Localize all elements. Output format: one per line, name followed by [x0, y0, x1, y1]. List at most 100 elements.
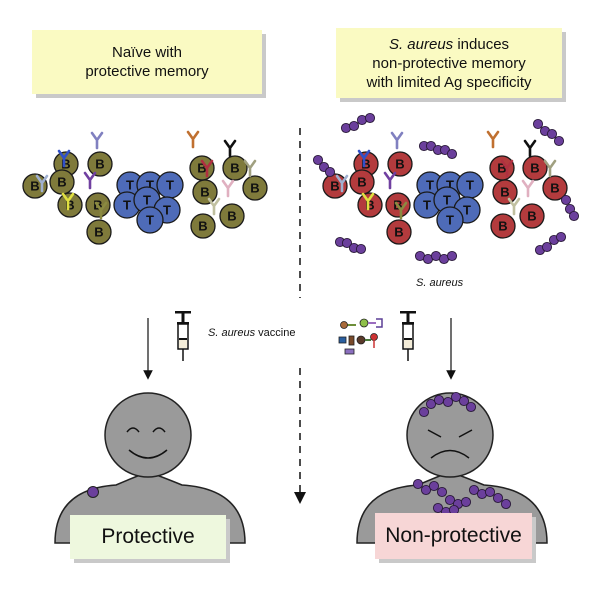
bacteria-icon — [340, 112, 376, 134]
naive-b-cell-4-label: B — [57, 175, 66, 190]
naive-t-cell-7: T — [136, 206, 164, 234]
nonprotective-result-box: Non-protective — [375, 513, 532, 559]
antibody-icon — [500, 159, 514, 178]
infected-b-cell-4-label: B — [357, 175, 366, 190]
bacteria-left — [87, 486, 99, 498]
infected-b-cell-3-label: B — [330, 179, 339, 194]
naive-b-cell-8: B — [189, 155, 215, 181]
naive-b-cell-10-label: B — [200, 185, 209, 200]
infected-b-cell-9: B — [522, 155, 548, 181]
happy-face-icon — [126, 427, 168, 459]
naive-t-cell-2-label: T — [146, 178, 154, 193]
naive-b-cell-11: B — [242, 175, 268, 201]
antibody-icon — [335, 174, 349, 193]
infected-t-cell-3-label: T — [466, 178, 474, 193]
naive-t-cell-5-label: T — [143, 193, 151, 208]
infected-b-cell-12: B — [490, 213, 516, 239]
naive-t-cell-3-label: T — [166, 178, 174, 193]
antibody-icon — [221, 179, 235, 198]
infected-b-cell-10-label: B — [500, 185, 509, 200]
naive-b-cell-3: B — [22, 173, 48, 199]
saureus-label: S. aureus — [416, 277, 464, 289]
naive-b-cell-1-label: B — [61, 157, 70, 172]
syringe-right-icon — [400, 311, 416, 361]
naive-b-cell-7-label: B — [94, 225, 103, 240]
infected-b-cell-7-label: B — [394, 225, 403, 240]
bacteria-icon — [534, 231, 567, 256]
infected-b-cell-12-label: B — [498, 219, 507, 234]
bacteria-icon — [312, 154, 336, 178]
bacteria-icon — [418, 391, 477, 418]
infected-t-cell-4-label: T — [423, 198, 431, 213]
vaccine-label: S. aureus vaccine — [208, 327, 295, 339]
infected-t-cell-5-label: T — [443, 193, 451, 208]
antibody-icon — [361, 192, 375, 211]
infected-b-cell-9-label: B — [530, 161, 539, 176]
bacteria-around-cluster — [312, 112, 580, 265]
naive-b-cell-10: B — [192, 179, 218, 205]
bacteria-icon — [560, 194, 580, 222]
protective-result-label: Protective — [101, 525, 195, 548]
bacteria-icon — [532, 118, 565, 147]
naive-b-cell-8-label: B — [197, 161, 206, 176]
sad-face-icon — [427, 429, 473, 459]
naive-b-cell-11-label: B — [250, 181, 259, 196]
naive-b-cell-9: B — [222, 155, 248, 181]
infected-t-cell-1-label: T — [426, 178, 434, 193]
naive-b-cell-12: B — [190, 213, 216, 239]
infected-b-cell-4: B — [349, 169, 375, 195]
syringe-left-icon — [175, 311, 191, 361]
vaccine-label-italic: S. aureus — [208, 327, 256, 339]
bacteria-on-person — [412, 391, 512, 518]
antibody-icon — [57, 149, 71, 168]
bacteria-icon — [418, 140, 458, 160]
infected-t-cell-2-label: T — [446, 178, 454, 193]
antibody-icon — [486, 130, 500, 149]
nonprotective-result-label: Non-protective — [385, 524, 522, 547]
naive-title-line1: Naïve with — [111, 44, 183, 61]
naive-b-cell-2-label: B — [95, 157, 104, 172]
infected-t-cell-7-label: T — [446, 213, 454, 228]
naive-b-cell-3-label: B — [30, 179, 39, 194]
saureus-title-rest: induces — [453, 35, 510, 53]
infected-b-cell-8-label: B — [497, 161, 506, 176]
antibody-icon — [243, 159, 257, 178]
infected-b-cell-2-label: B — [395, 157, 404, 172]
naive-title-line2: protective memory — [85, 63, 209, 80]
antibody-icon — [357, 149, 371, 168]
antibody-icon — [383, 171, 397, 190]
infected-b-cell-1-label: B — [361, 157, 370, 172]
antibody-icon — [223, 139, 237, 158]
infected-b-cell-8: B — [489, 155, 515, 181]
naive-b-cell-13-label: B — [227, 209, 236, 224]
infected-t-cell-6-label: T — [463, 203, 471, 218]
bacteria-icon — [334, 236, 367, 255]
infected-b-cell-10: B — [492, 179, 518, 205]
antibody-icon — [200, 159, 214, 178]
saureus-title-italic: S. aureus — [388, 35, 454, 53]
infected-b-cell-6: B — [357, 192, 383, 218]
naive-b-cell-12-label: B — [198, 219, 207, 234]
antibody-icon — [94, 201, 108, 220]
infected-b-cell-13: B — [519, 203, 545, 229]
antigen-icon-group — [338, 318, 383, 355]
naive-t-cell-6-label: T — [163, 203, 171, 218]
naive-t-cell-1-label: T — [126, 178, 134, 193]
antibody-icon — [521, 179, 535, 198]
naive-memory-box: Naïve with protective memory — [32, 30, 262, 94]
naive-b-cell-9-label: B — [230, 161, 239, 176]
antibody-icon — [390, 131, 404, 150]
naive-b-cell-6-label: B — [65, 198, 74, 213]
vaccine-label-rest: vaccine — [255, 327, 296, 339]
infected-b-cell-2: B — [387, 151, 413, 177]
naive-b-cell-2: B — [87, 151, 113, 177]
infected-b-cell-3: B — [322, 173, 348, 199]
antibody-icon — [186, 130, 200, 149]
infected-b-cell-11: B — [542, 175, 568, 201]
naive-b-cell-7: B — [86, 219, 112, 245]
antibody-icon — [35, 174, 49, 193]
antibody-icon — [523, 139, 537, 158]
